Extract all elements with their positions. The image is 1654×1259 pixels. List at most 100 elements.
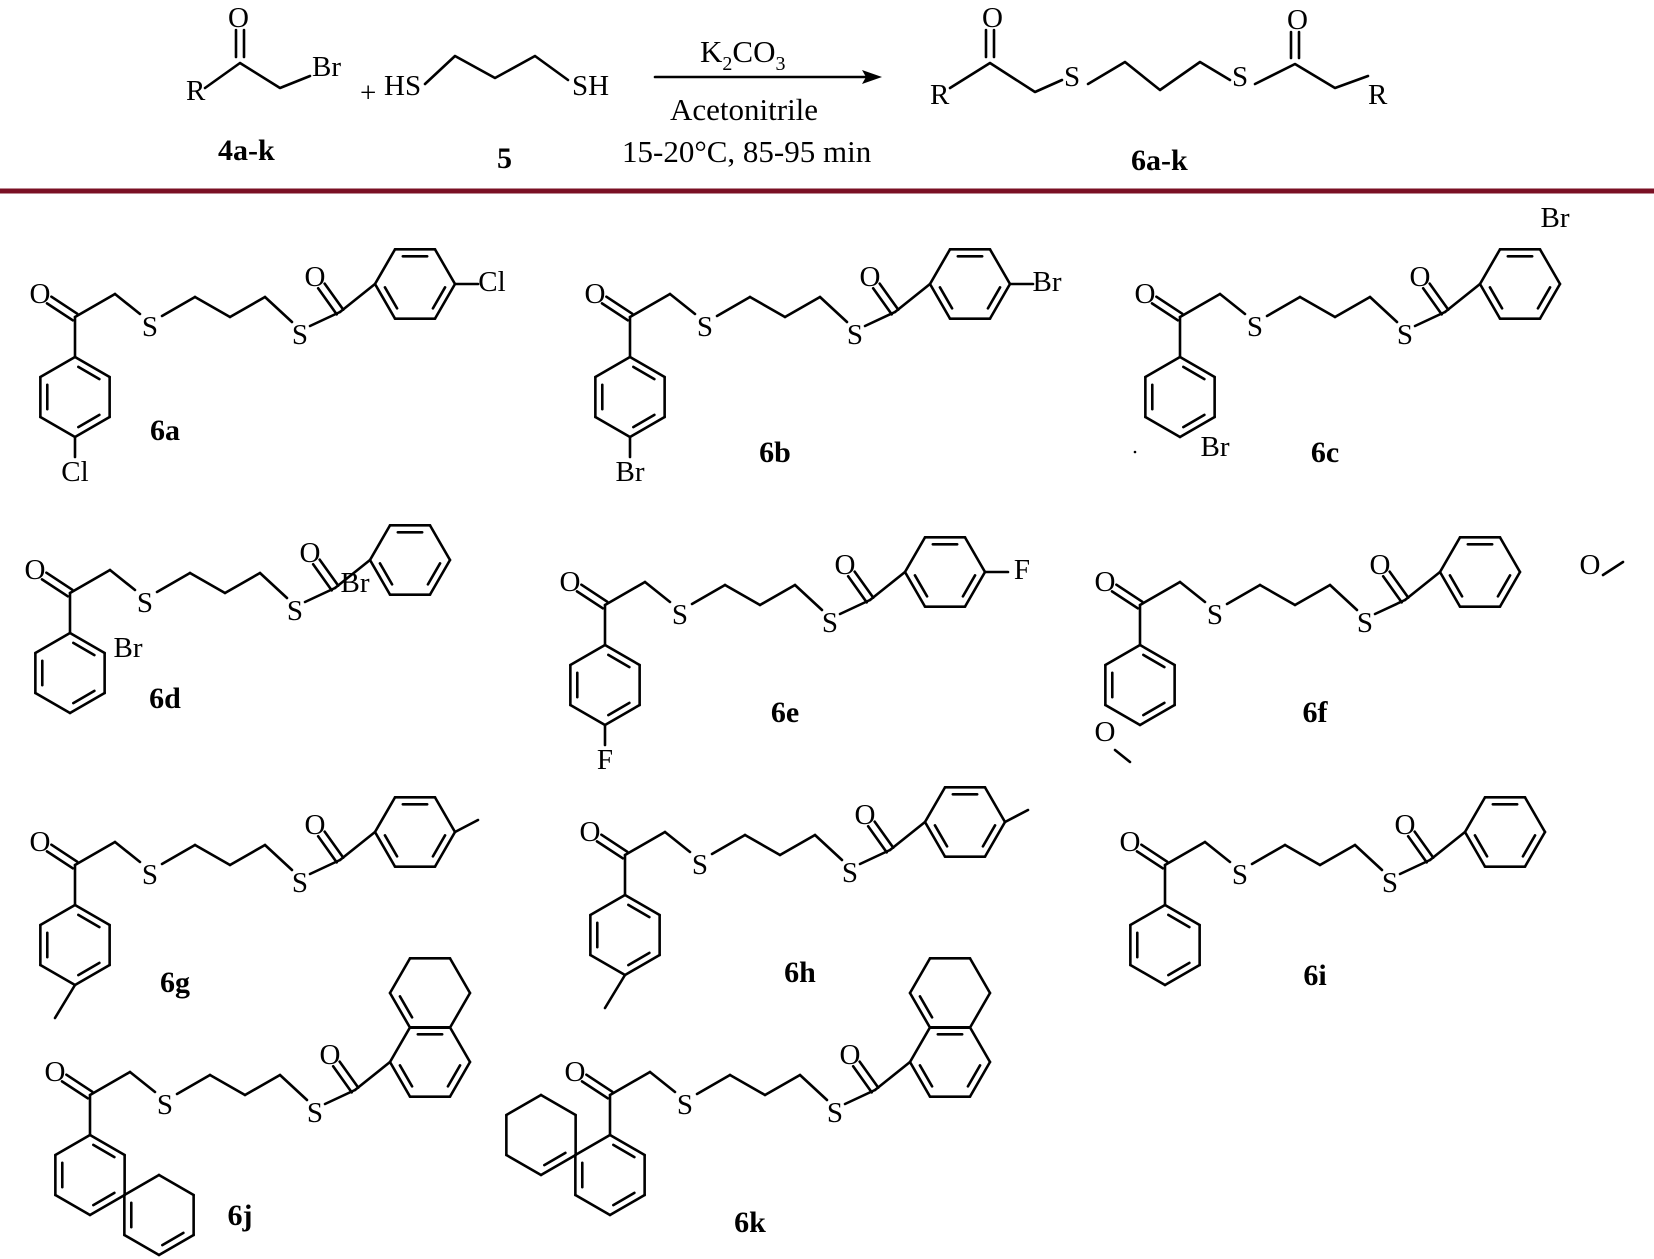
atom-s: S	[697, 311, 713, 343]
atom-o: O	[860, 261, 881, 293]
reagent-k2co3: K2CO3	[700, 34, 785, 75]
substituent-atom: Br	[1541, 202, 1570, 234]
atom-o: O	[1287, 4, 1308, 36]
atom-s: S	[822, 607, 838, 639]
plus-sign: +	[360, 77, 376, 109]
atom-s: S	[157, 1089, 173, 1121]
atom-s: S	[1357, 607, 1373, 639]
atom-o: O	[835, 549, 856, 581]
compound-label-6h: 6h	[784, 956, 816, 989]
label-5: 5	[497, 142, 512, 175]
solvent-text: Acetonitrile	[670, 92, 818, 127]
substituent-atom: Cl	[61, 456, 88, 488]
compound-label-6f: 6f	[1303, 696, 1329, 729]
reactant-bromoketone: O R Br 4a-k	[186, 2, 341, 167]
atom-o: O	[45, 1056, 66, 1088]
reaction-header: O R Br 4a-k + HS SH 5 K2CO3 Acetonitrile…	[186, 2, 1388, 177]
atom-s: S	[307, 1097, 323, 1129]
atom-o: O	[300, 537, 321, 569]
atom-o: O	[30, 278, 51, 310]
atom-o: O	[25, 554, 46, 586]
atom-o: O	[320, 1039, 341, 1071]
atom-o: O	[585, 278, 606, 310]
reaction-arrow	[653, 70, 882, 84]
substituent-atom: Br	[341, 567, 370, 599]
compound-label-6i: 6i	[1303, 959, 1326, 992]
atom-s: S	[1207, 599, 1223, 631]
atom-s: S	[1064, 61, 1080, 93]
atom-o: O	[30, 826, 51, 858]
compound-label-6c: 6c	[1311, 436, 1339, 469]
compound-label-6a: 6a	[150, 414, 180, 447]
substituent-atom: Br	[114, 632, 143, 664]
atom-s: S	[847, 319, 863, 351]
atom-s: S	[692, 849, 708, 881]
substituent-atom: Br	[1033, 266, 1062, 298]
atom-o: O	[560, 566, 581, 598]
compound-label-6d: 6d	[149, 682, 181, 715]
atom-s: S	[842, 857, 858, 889]
atom-o: O	[982, 2, 1003, 34]
conditions-text: 15-20°C, 85-95 min	[622, 134, 872, 169]
atom-s: S	[1382, 867, 1398, 899]
atom-s: S	[672, 599, 688, 631]
atom-o: O	[1095, 566, 1116, 598]
label-6a-k: 6a-k	[1131, 144, 1188, 177]
compound-label-6j: 6j	[228, 1199, 253, 1232]
atom-r: R	[1368, 79, 1388, 111]
atom-o: O	[305, 809, 326, 841]
substituent-atom: Br	[616, 456, 645, 488]
atom-o: O	[228, 2, 249, 34]
atom-o: O	[580, 816, 601, 848]
atom-r: R	[186, 75, 206, 107]
atom-o: O	[1135, 278, 1156, 310]
atom-s: S	[292, 319, 308, 351]
atom-o: O	[1370, 549, 1391, 581]
compound-label-6k: 6k	[734, 1206, 766, 1239]
atom-sh: SH	[572, 70, 609, 102]
substituent-atom: O	[1580, 549, 1601, 581]
atom-s: S	[1247, 311, 1263, 343]
product-general: O O R R S S 6a-k	[930, 2, 1388, 177]
atom-s: S	[677, 1089, 693, 1121]
substituent-atom: Cl	[478, 266, 505, 298]
reactant-propanedithiol: HS SH 5	[384, 54, 609, 175]
atom-o: O	[855, 799, 876, 831]
atom-s: S	[1232, 61, 1248, 93]
compound-label-6e: 6e	[771, 696, 799, 729]
compound-label-6g: 6g	[160, 966, 190, 999]
atom-o: O	[1120, 826, 1141, 858]
atom-s: S	[137, 587, 153, 619]
substituent-atom: O	[1095, 716, 1116, 748]
label-4a-k: 4a-k	[218, 134, 275, 167]
atom-br: Br	[312, 51, 341, 83]
atom-o: O	[1410, 261, 1431, 293]
atom-s: S	[827, 1097, 843, 1129]
compound-label-6b: 6b	[759, 436, 791, 469]
atom-s: S	[1397, 319, 1413, 351]
atom-o: O	[565, 1056, 586, 1088]
atom-o: O	[305, 261, 326, 293]
atom-r: R	[930, 79, 950, 111]
atom-o: O	[840, 1039, 861, 1071]
substituent-atom: F	[597, 744, 613, 776]
atom-s: S	[142, 311, 158, 343]
atom-s: S	[292, 867, 308, 899]
atom-s: S	[142, 859, 158, 891]
atom-hs: HS	[384, 70, 421, 102]
atom-o: O	[1395, 809, 1416, 841]
atom-s: S	[1232, 859, 1248, 891]
substituent-atom: F	[1014, 554, 1030, 586]
